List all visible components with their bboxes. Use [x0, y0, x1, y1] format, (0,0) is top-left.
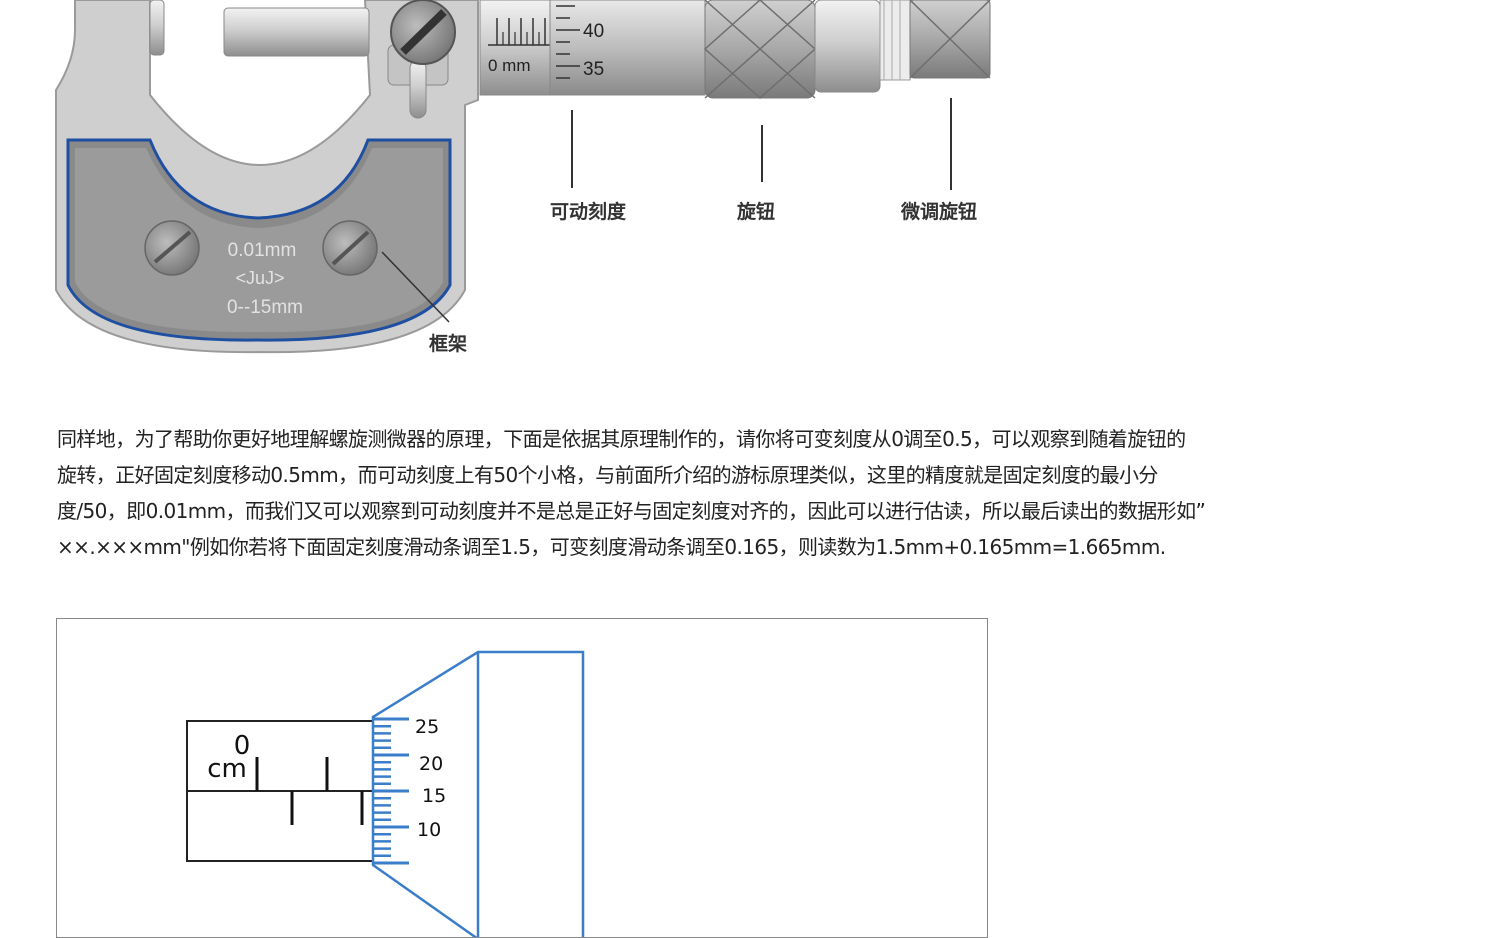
thimble-scale-ticks [373, 717, 409, 865]
frame-range-text: 0--15mm [227, 297, 303, 318]
knob-collar [814, 0, 881, 93]
thimble-tick-35: 35 [583, 59, 604, 80]
leader-line-frame [381, 251, 450, 323]
thimble-tick-label-15: 15 [422, 785, 446, 807]
label-knob: 旋钮 [736, 200, 775, 223]
micrometer-illustration: 0.01mm <JuJ> 0--15mm 0 mm [55, 0, 991, 355]
frame-screw-left [144, 220, 200, 276]
spindle [223, 7, 370, 57]
explanation-paragraph: 同样地，为了帮助你更好地理解螺旋测微器的原理，下面是依据其原理制作的，请你将可变… [57, 421, 1467, 565]
label-movable-scale: 可动刻度 [550, 200, 627, 223]
thimble [549, 0, 706, 96]
fixed-scale-unit-label: cm [207, 754, 247, 784]
label-frame: 框架 [429, 332, 467, 355]
anvil [149, 0, 165, 56]
thimble-body[interactable] [371, 650, 585, 938]
lock-lever [387, 0, 456, 119]
fixed-scale-zero-label: 0 [234, 731, 251, 761]
micrometer-simulator[interactable]: 0 cm 25 20 15 10 [56, 618, 988, 938]
fixed-scale-ticks [255, 757, 364, 825]
thimble-tick-label-20: 20 [419, 753, 443, 775]
paragraph-line-1: 同样地，为了帮助你更好地理解螺旋测微器的原理，下面是依据其原理制作的，请你将可变… [57, 427, 1186, 451]
sleeve-zero-label: 0 mm [488, 56, 531, 75]
paragraph-line-3: 度/50，即0.01mm，而我们又可以观察到可动刻度并不是总是正好与固定刻度对齐… [57, 499, 1206, 523]
frame-screw-right [322, 220, 378, 276]
thimble-tick-label-25: 25 [415, 716, 439, 738]
fine-knob [879, 0, 991, 81]
frame-precision-text: 0.01mm [228, 240, 297, 261]
frame-logo-text: <JuJ> [235, 268, 284, 288]
thimble-tick-label-10: 10 [417, 819, 441, 841]
paragraph-line-4: ××.×××mm"例如你若将下面固定刻度滑动条调至1.5，可变刻度滑动条调至0.… [57, 535, 1166, 559]
label-fine-knob: 微调旋钮 [900, 200, 977, 223]
fixed-scale-body [186, 720, 374, 862]
paragraph-line-2: 旋转，正好固定刻度移动0.5mm，而可动刻度上有50个小格，与前面所介绍的游标原… [57, 463, 1158, 487]
thimble-tick-40: 40 [583, 21, 604, 42]
knob [703, 0, 817, 100]
